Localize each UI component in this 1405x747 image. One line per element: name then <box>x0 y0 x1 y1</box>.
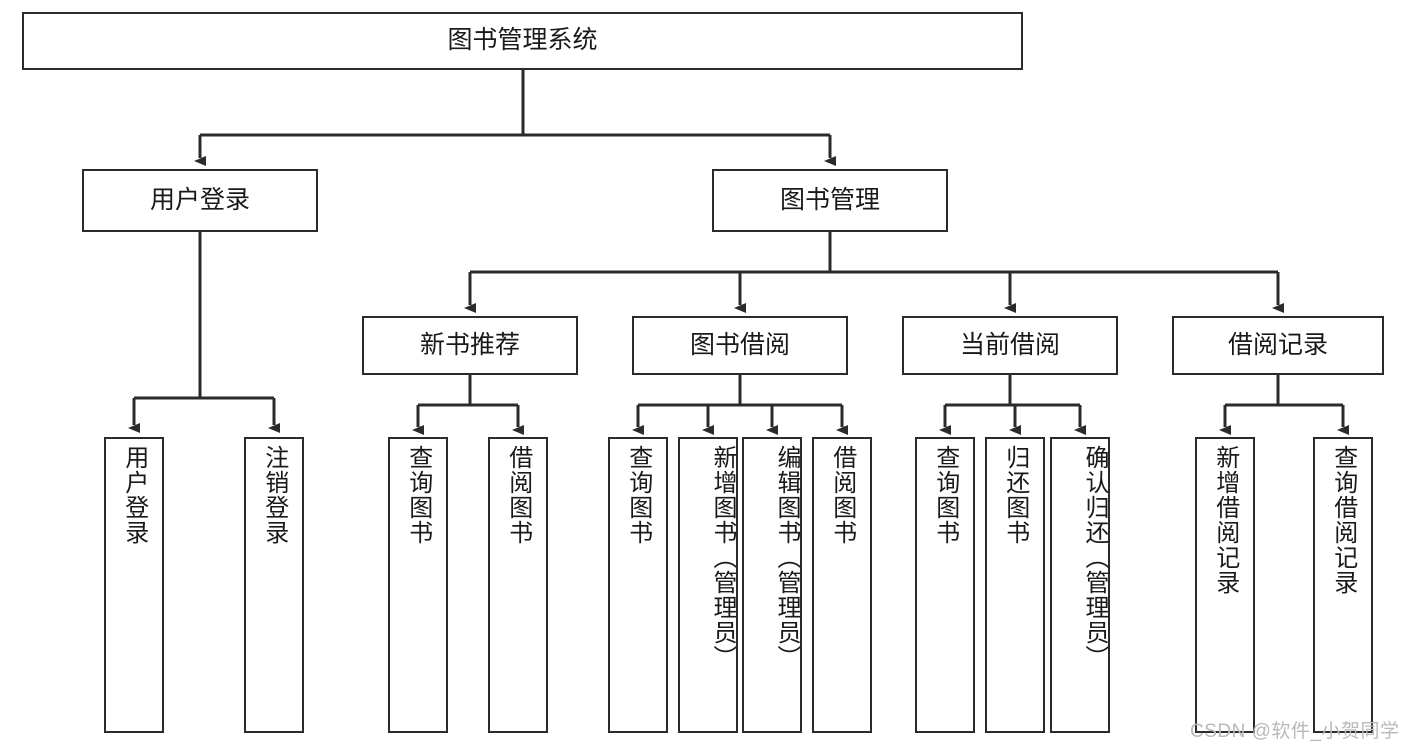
leaf-query-book-current[interactable]: 查询图书 <box>915 437 975 733</box>
node-label: 查询借阅记录 <box>1329 445 1357 595</box>
node-label: 借阅记录 <box>1227 330 1328 359</box>
node-label: 查询图书 <box>931 445 959 545</box>
node-label: 确认归还（管理员） <box>1081 445 1108 670</box>
node-label: 注销登录 <box>260 445 288 545</box>
leaf-add-book[interactable]: 新增图书（管理员） <box>678 437 738 733</box>
node-label: 借阅图书 <box>828 445 856 545</box>
leaf-borrow-book-recommend[interactable]: 借阅图书 <box>488 437 548 733</box>
leaf-user-login[interactable]: 用户登录 <box>104 437 164 733</box>
node-label: 归还图书 <box>1001 445 1029 545</box>
node-label: 新书推荐 <box>419 330 520 359</box>
node-label: 当前借阅 <box>959 330 1060 359</box>
node-label: 查询图书 <box>624 445 652 545</box>
leaf-logout-login[interactable]: 注销登录 <box>244 437 304 733</box>
leaf-query-book-borrow[interactable]: 查询图书 <box>608 437 668 733</box>
leaf-confirm-return[interactable]: 确认归还（管理员） <box>1050 437 1110 733</box>
node-label: 新增图书（管理员） <box>709 445 736 670</box>
node-label: 用户登录 <box>120 445 148 545</box>
node-borrow-record[interactable]: 借阅记录 <box>1172 316 1384 375</box>
node-label: 借阅图书 <box>504 445 532 545</box>
node-label: 图书管理系统 <box>447 26 598 55</box>
node-label: 编辑图书（管理员） <box>773 445 800 670</box>
node-book-manage[interactable]: 图书管理 <box>712 169 948 232</box>
csdn-watermark: CSDN @软件_小贺同学 <box>1190 721 1400 742</box>
leaf-return-book[interactable]: 归还图书 <box>985 437 1045 733</box>
node-new-book-recommend[interactable]: 新书推荐 <box>362 316 578 375</box>
leaf-query-book-recommend[interactable]: 查询图书 <box>388 437 448 733</box>
node-label: 新增借阅记录 <box>1211 445 1239 595</box>
leaf-add-borrow-record[interactable]: 新增借阅记录 <box>1195 437 1255 733</box>
node-label: 图书借阅 <box>689 330 790 359</box>
leaf-borrow-book[interactable]: 借阅图书 <box>812 437 872 733</box>
node-label: 查询图书 <box>404 445 432 545</box>
node-current-borrow[interactable]: 当前借阅 <box>902 316 1118 375</box>
node-root-system[interactable]: 图书管理系统 <box>22 12 1023 70</box>
node-label: 用户登录 <box>149 185 250 214</box>
node-label: 图书管理 <box>779 185 880 214</box>
node-user-login[interactable]: 用户登录 <box>82 169 318 232</box>
node-book-borrow[interactable]: 图书借阅 <box>632 316 848 375</box>
leaf-edit-book[interactable]: 编辑图书（管理员） <box>742 437 802 733</box>
leaf-query-borrow-record[interactable]: 查询借阅记录 <box>1313 437 1373 733</box>
